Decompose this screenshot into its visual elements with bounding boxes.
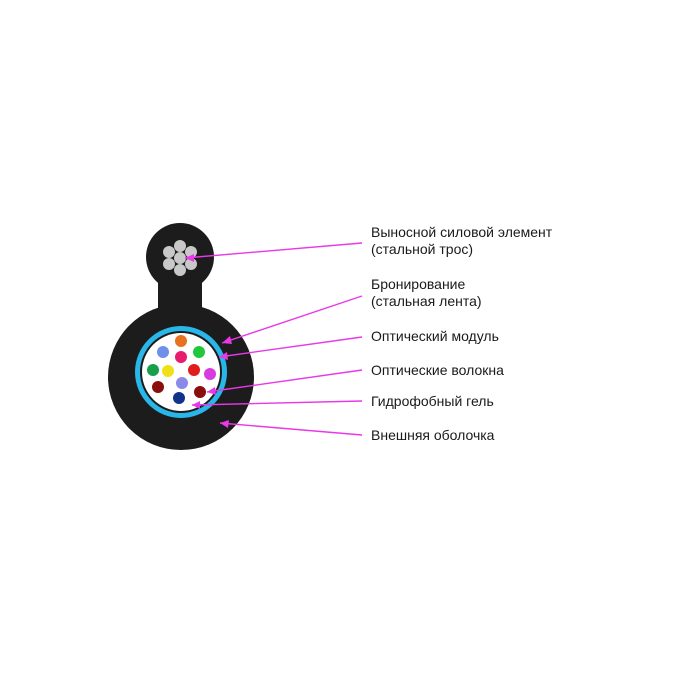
label-messenger-line2: (стальной трос) [371, 241, 474, 257]
fiber [175, 351, 187, 363]
leader-line-module [218, 336, 363, 358]
steel-wire [174, 252, 186, 264]
leader-line-fibers [206, 369, 363, 393]
fiber [152, 381, 164, 393]
label-module: Оптический модуль [371, 328, 499, 344]
fiber [147, 364, 159, 376]
leader-line-messenger [184, 242, 363, 259]
leader-lines [184, 242, 363, 436]
label-fibers: Оптические волокна [371, 362, 504, 378]
steel-wire [163, 258, 175, 270]
label-messenger-line1: Выносной силовой элемент [371, 224, 553, 240]
fiber [188, 364, 200, 376]
label-sheath: Внешняя оболочка [371, 427, 495, 443]
leader-line-sheath [219, 422, 363, 436]
label-gel: Гидрофобный гель [371, 393, 494, 409]
arrowhead [222, 336, 232, 344]
arrowheads [185, 254, 232, 428]
arrowhead [192, 401, 200, 409]
label-armor-line1: Бронирование [371, 276, 466, 292]
arrowhead [207, 387, 216, 395]
arrowhead [219, 352, 228, 360]
arrowhead [220, 420, 229, 428]
leader-line-armor [221, 295, 363, 344]
steel-wire [174, 264, 186, 276]
fiber [194, 386, 206, 398]
fiber [157, 346, 169, 358]
fiber [173, 392, 185, 404]
fiber [176, 377, 188, 389]
arrowhead [185, 254, 194, 262]
optical-fibers [147, 335, 216, 404]
sheath-neck [158, 270, 202, 310]
leader-line-gel [191, 400, 363, 406]
fiber [204, 368, 216, 380]
label-armor-line2: (стальная лента) [371, 293, 482, 309]
steel-wire [163, 246, 175, 258]
label-messenger: Выносной силовой элемент (стальной трос) [371, 224, 552, 258]
fiber [162, 365, 174, 377]
fiber [193, 346, 205, 358]
label-armor: Бронирование (стальная лента) [371, 276, 482, 310]
fiber [175, 335, 187, 347]
steel-wire [174, 240, 186, 252]
